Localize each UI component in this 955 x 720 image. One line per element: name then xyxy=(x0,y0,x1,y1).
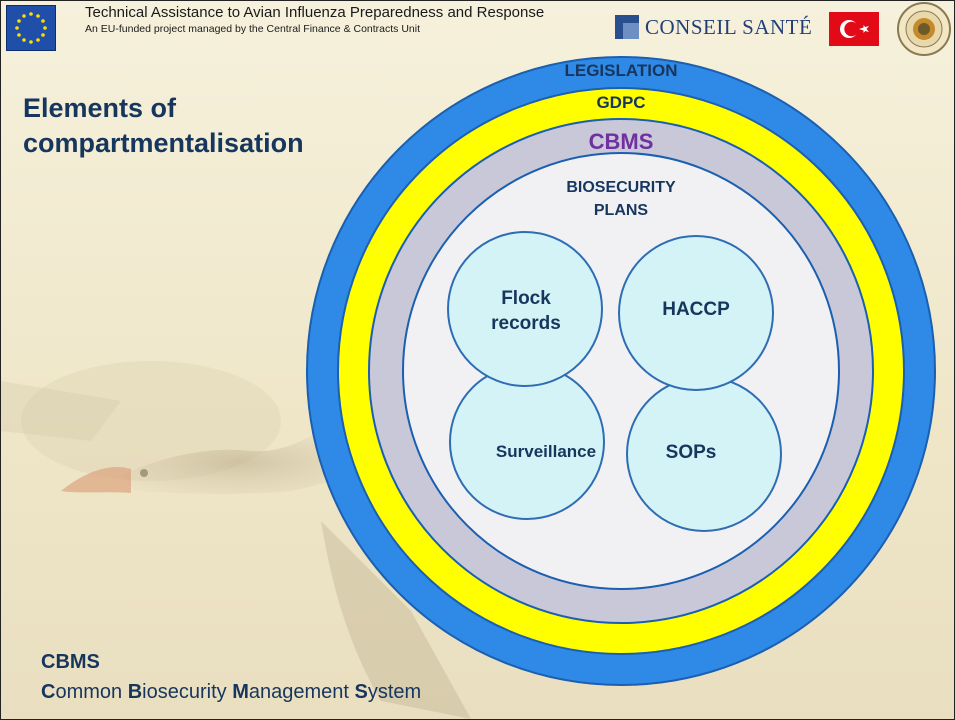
ministry-seal-icon xyxy=(894,1,954,57)
label-haccp: HACCP xyxy=(662,299,730,320)
label-legislation: LEGISLATION xyxy=(564,61,678,80)
page-title-line2: compartmentalisation xyxy=(23,128,304,158)
def-rest-m: anagement xyxy=(248,681,355,703)
conseil-logo-text: CONSEIL SANTÉ xyxy=(645,15,813,39)
turkish-flag-icon xyxy=(829,12,879,46)
conseil-mark-icon xyxy=(615,15,639,39)
def-letter-b: B xyxy=(127,681,143,703)
label-sops: SOPs xyxy=(665,442,717,463)
circle-flock-records xyxy=(447,231,603,387)
footer-acronym: CBMS xyxy=(41,651,100,673)
project-subtitle: An EU-funded project managed by the Cent… xyxy=(85,23,421,35)
def-rest-c: ommon xyxy=(55,681,128,703)
header-bar: Technical Assistance to Avian Influenza … xyxy=(1,1,954,56)
def-rest-s: ystem xyxy=(367,681,422,703)
def-letter-s: S xyxy=(354,681,368,703)
label-flock-line2: records xyxy=(491,313,561,334)
label-biosecurity-line1: BIOSECURITY xyxy=(566,179,676,196)
project-title: Technical Assistance to Avian Influenza … xyxy=(85,4,545,21)
label-biosecurity-plans: BIOSECURITY PLANS xyxy=(521,176,721,222)
label-flock-records: Flock records xyxy=(471,286,581,336)
page-title: Elements of compartmentalisation xyxy=(23,91,304,161)
footer-definition: Common Biosecurity Management System xyxy=(41,681,421,704)
label-biosecurity-line2: PLANS xyxy=(593,202,649,219)
label-surveillance: Surveillance xyxy=(495,442,597,461)
circle-haccp xyxy=(618,235,774,391)
page-title-line1: Elements of xyxy=(23,93,177,123)
label-cbms: CBMS xyxy=(588,129,654,154)
def-letter-m: M xyxy=(232,681,249,703)
def-rest-b: iosecurity xyxy=(142,681,233,703)
conseil-sante-logo: CONSEIL SANTÉ xyxy=(615,13,815,43)
label-gdpc: GDPC xyxy=(596,93,646,112)
eu-flag-icon xyxy=(6,5,56,51)
label-flock-line1: Flock xyxy=(501,288,551,309)
def-letter-c: C xyxy=(41,681,56,703)
